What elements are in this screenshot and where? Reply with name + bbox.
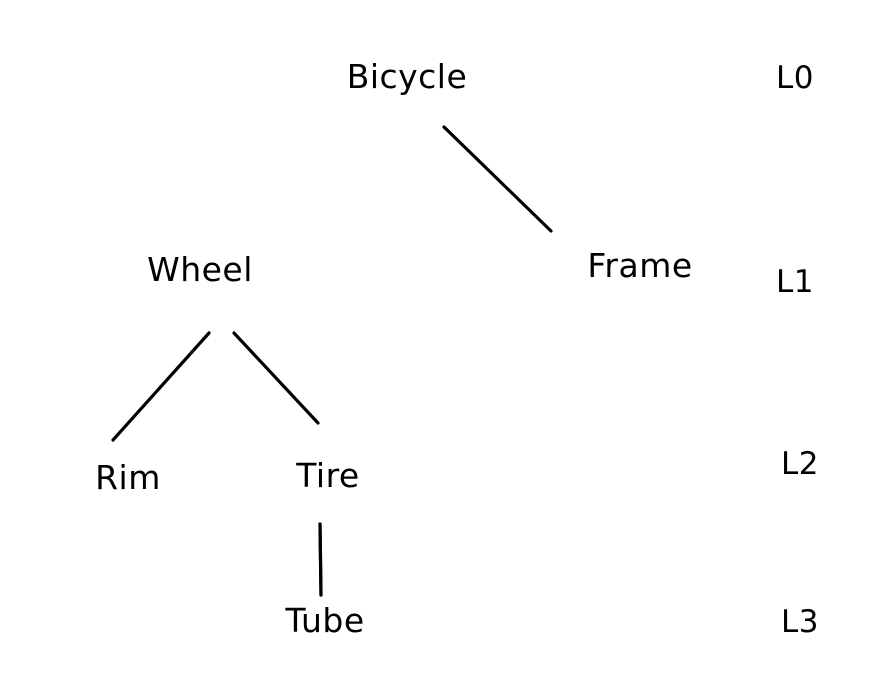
- node-rim[interactable]: Rim: [95, 458, 161, 497]
- edge-tire-tube: [318, 522, 323, 597]
- level-label-group: L0 L1 L2 L3: [776, 60, 819, 640]
- node-tire[interactable]: Tire: [295, 456, 359, 495]
- node-tube[interactable]: Tube: [284, 601, 364, 640]
- edge-bicycle-wheel: [442, 125, 553, 233]
- level-label-l0: L0: [776, 60, 814, 96]
- node-frame[interactable]: Frame: [587, 246, 692, 285]
- level-label-l2: L2: [781, 446, 819, 482]
- edge-wheel-rim: [232, 331, 320, 425]
- level-label-l3: L3: [781, 604, 819, 640]
- level-label-l1: L1: [776, 264, 814, 300]
- node-wheel[interactable]: Wheel: [147, 250, 253, 289]
- node-bicycle[interactable]: Bicycle: [347, 57, 468, 96]
- edge-group: [111, 125, 553, 597]
- node-group: Bicycle Wheel Frame Rim Tire Tube: [95, 57, 692, 640]
- edge-bicycle-frame: [111, 331, 211, 442]
